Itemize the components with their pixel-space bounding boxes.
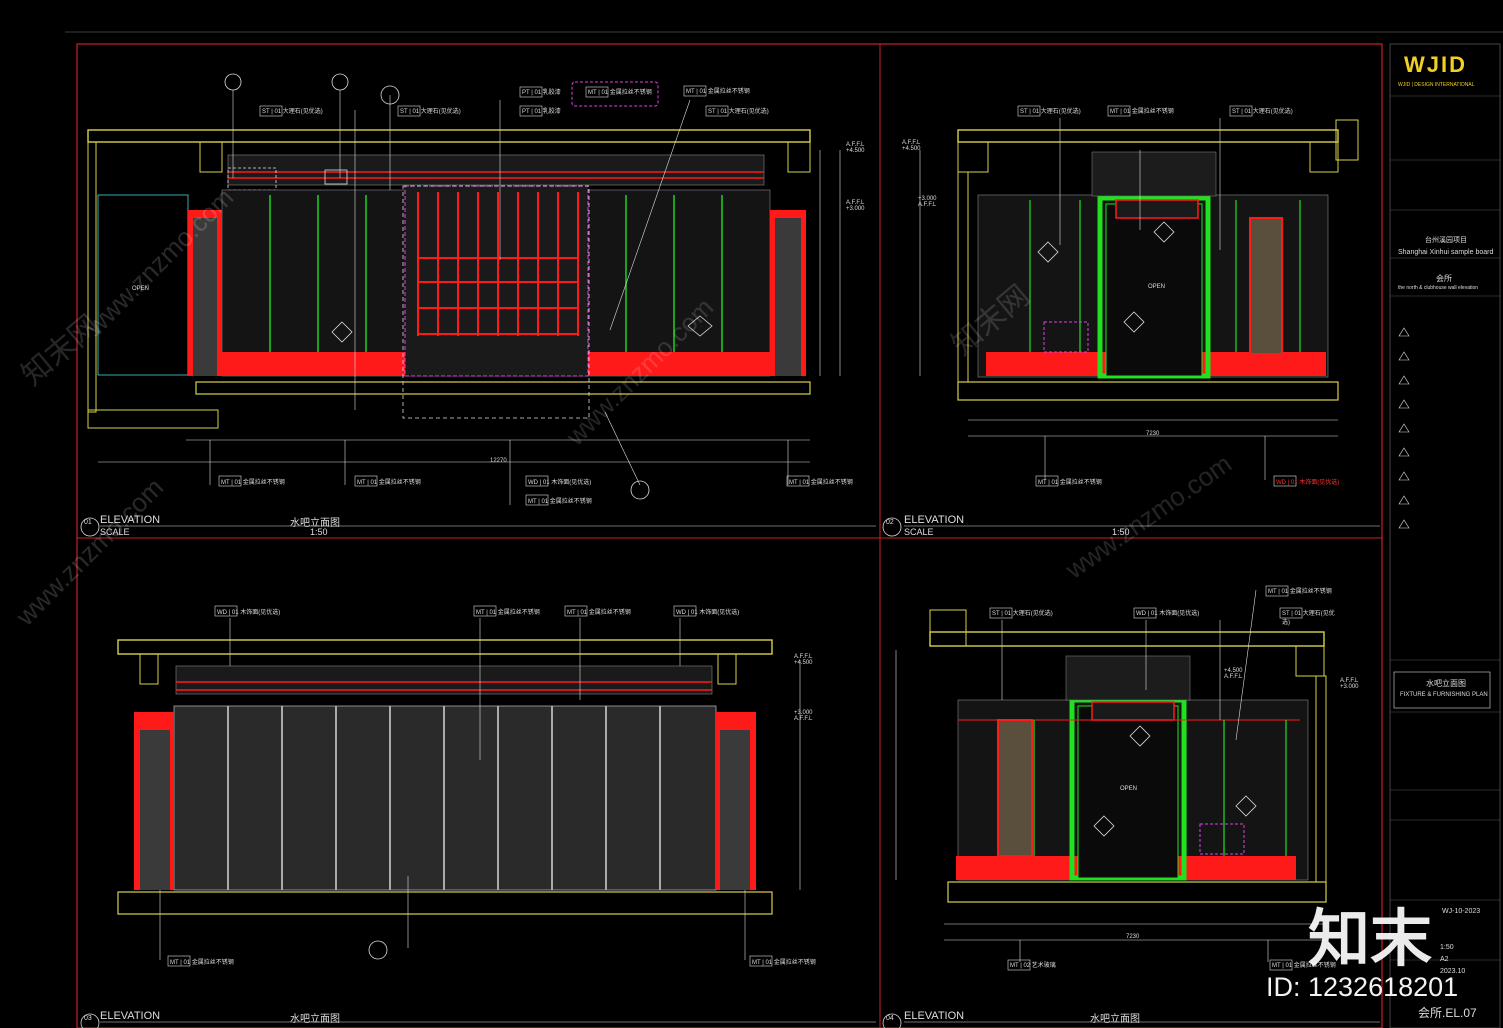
e2-tag-3: ST | 01 大理石(见优选) bbox=[1232, 109, 1293, 115]
drawing-name-en: the north & clubhouse wall elevation bbox=[1398, 285, 1479, 291]
panel-02-number: 02 bbox=[886, 519, 894, 526]
e1-btag-5: MT | 01 金属拉丝不锈钢 bbox=[789, 480, 853, 486]
e2-btag-1: MT | 01 金属拉丝不锈钢 bbox=[1038, 480, 1102, 486]
panel-02-scale: 1:50 bbox=[1112, 527, 1130, 537]
watermark-id: ID: 1232618201 bbox=[1266, 972, 1459, 1002]
paper-size: A2 bbox=[1440, 956, 1449, 963]
e1-tag-7: ST | 01 大理石(见优选) bbox=[708, 109, 769, 115]
e1-tag-2: ST | 01 大理石(见优选) bbox=[400, 109, 461, 115]
company-name: WJID | DESIGN INTERNATIONAL bbox=[1398, 82, 1475, 88]
e4-tag-1: ST | 01 大理石(见优选) bbox=[992, 611, 1053, 617]
panel-01-scale: 1:50 bbox=[310, 527, 328, 537]
panel-02-title: ELEVATION bbox=[904, 514, 965, 526]
e3-level-1: A.F.F.L +4.500 bbox=[794, 654, 813, 666]
e3-tag-2: MT | 01 金属拉丝不锈钢 bbox=[476, 610, 540, 616]
e2-total: 7230 bbox=[1146, 431, 1160, 437]
panel-04-title: ELEVATION bbox=[904, 1010, 965, 1022]
elevation-01 bbox=[87, 73, 841, 506]
panel-01-title: ELEVATION bbox=[100, 514, 161, 526]
e1-btag-4: MT | 01 金属拉丝不锈钢 bbox=[528, 499, 592, 505]
project-number: WJ-10-2023 bbox=[1442, 908, 1481, 915]
company-logo: WJID bbox=[1404, 52, 1467, 77]
panel-03-number: 03 bbox=[84, 1015, 92, 1022]
panel-01-number: 01 bbox=[84, 519, 92, 526]
e1-btag-1: MT | 01 金属拉丝不锈钢 bbox=[221, 480, 285, 486]
e4-btag-2: MT | 01 金属拉丝不锈钢 bbox=[1272, 963, 1336, 969]
e4-tag-4: MT | 01 金属拉丝不锈钢 bbox=[1268, 589, 1332, 595]
sheet-title-en: FIXTURE & FURNISHING PLAN bbox=[1400, 692, 1488, 698]
e3-tag-1: WD | 01 木饰面(见优选) bbox=[217, 610, 281, 616]
scale-value: 1:50 bbox=[1440, 944, 1454, 951]
elevation-04 bbox=[895, 585, 1327, 971]
elevation-02 bbox=[919, 105, 1359, 487]
elevation-03 bbox=[117, 605, 801, 967]
e1-tag-3: PT | 01 乳胶漆 bbox=[522, 90, 561, 96]
e4-btag-1: MT | 02 艺术玻璃 bbox=[1010, 963, 1056, 969]
e3-level-2: +3.000 A.F.F.L bbox=[794, 710, 813, 722]
panel-04-number: 04 bbox=[886, 1015, 894, 1022]
e1-tag-5: MT | 01 金属拉丝不锈钢 bbox=[588, 90, 652, 96]
e3-btag-1: MT | 01 金属拉丝不锈钢 bbox=[170, 960, 234, 966]
e1-level-1: A.F.F.L +4.500 bbox=[846, 142, 865, 154]
e1-btag-2: MT | 01 金属拉丝不锈钢 bbox=[357, 480, 421, 486]
e4-total: 7230 bbox=[1126, 934, 1140, 940]
e1-open: OPEN bbox=[132, 286, 150, 292]
panel-01-cn-title: 水吧立面图 bbox=[290, 518, 340, 529]
panel-02-scale-label: SCALE bbox=[904, 527, 934, 537]
e1-level-2: A.F.F.L +3.000 bbox=[846, 200, 865, 212]
e1-btag-3: WD | 01 木饰面(见优选) bbox=[528, 480, 592, 486]
panel-03-cn-title: 水吧立面图 bbox=[290, 1014, 340, 1025]
e2-tag-1: ST | 01 大理石(见优选) bbox=[1020, 109, 1081, 115]
project-name-cn: 台州溪园项目 bbox=[1425, 237, 1467, 244]
sheet-title-cn: 水吧立面图 bbox=[1426, 679, 1466, 688]
e2-level-2: +3.000 A.F.F.L bbox=[918, 196, 937, 208]
project-name-en: Shanghai Xinhui sample board bbox=[1398, 249, 1494, 256]
e4-tag-3: ST | 01 大理石(见优选) bbox=[1282, 611, 1335, 626]
e4-level-2: A.F.F.L +3.000 bbox=[1340, 678, 1359, 690]
e2-level-1: A.F.F.L +4.500 bbox=[902, 140, 921, 152]
e4-open: OPEN bbox=[1120, 786, 1138, 792]
e1-tag-1: ST | 01 大理石(见优选) bbox=[262, 109, 323, 115]
date-value: 2023.10 bbox=[1440, 968, 1466, 975]
watermark-logo: 知末 bbox=[1308, 905, 1433, 974]
e4-level-1: +4.500 A.F.F.L bbox=[1224, 668, 1243, 680]
e4-tag-2: WD | 01 木饰面(见优选) bbox=[1136, 611, 1200, 617]
e3-btag-2: MT | 01 金属拉丝不锈钢 bbox=[752, 960, 816, 966]
drawing-name-cn: 会所 bbox=[1436, 274, 1452, 283]
panel-01-scale-label: SCALE bbox=[100, 527, 130, 537]
e2-tag-2: MT | 01 金属拉丝不锈钢 bbox=[1110, 109, 1174, 115]
e3-tag-3: MT | 01 金属拉丝不锈钢 bbox=[567, 610, 631, 616]
e3-tag-4: WD | 01 木饰面(见优选) bbox=[676, 610, 740, 616]
e2-open: OPEN bbox=[1148, 284, 1166, 290]
panel-04-cn-title: 水吧立面图 bbox=[1090, 1014, 1140, 1025]
e1-total: 12270 bbox=[490, 458, 507, 464]
sheet-number: 会所.EL.07 bbox=[1418, 1006, 1477, 1020]
e1-tag-6: MT | 01 金属拉丝不锈钢 bbox=[686, 89, 750, 95]
e2-btag-2: WD | 01 木饰面(见优选) bbox=[1276, 480, 1340, 486]
panel-03-title: ELEVATION bbox=[100, 1010, 161, 1022]
e1-tag-4: PT | 01 乳胶漆 bbox=[522, 109, 561, 115]
